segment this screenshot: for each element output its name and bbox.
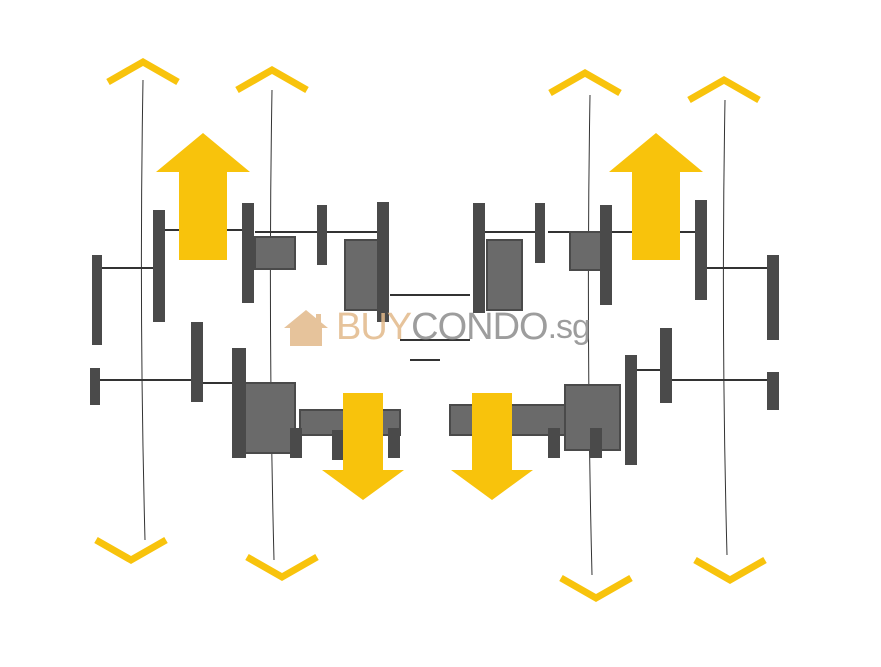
chevron-down-icon [693,556,767,585]
wall-bar [388,428,400,458]
wall-bar [548,428,560,458]
wall-bar [317,205,327,265]
watermark-suffix: .sg [547,308,591,346]
arrow-down-icon [322,393,404,500]
wall-bar [242,203,254,303]
wall-bar [695,200,707,300]
chevron-down-icon [245,553,319,582]
wall-bar [90,368,100,405]
wall-bar [232,348,246,458]
wall-bar [767,372,779,410]
wall-bar [290,428,302,458]
hatched-room [244,382,296,454]
wall-bar [377,202,389,322]
wall-bar [590,428,602,458]
hatched-room [449,404,581,436]
guide-line [587,94,593,576]
wall-bar [600,205,612,305]
wall-bar [625,355,637,465]
wall-bar [767,255,779,340]
wall-bar [332,430,344,460]
hatched-room [344,239,381,311]
guide-line [140,79,146,541]
wall-bar [92,255,102,345]
hatched-room [254,236,296,270]
wall-bar [153,210,165,322]
house-icon [284,309,328,346]
arrow-up-icon [609,133,703,260]
watermark-buy: BUY [336,306,412,348]
chevron-up-icon [106,57,180,86]
guide-line [722,99,728,556]
chevron-up-icon [548,68,622,97]
chevron-down-icon [559,574,633,603]
arrow-down-icon [451,393,533,500]
chevron-down-icon [94,536,168,565]
chevron-up-icon [235,65,309,94]
wall-bar [535,203,545,263]
guide-line [269,89,275,561]
wall-bar [473,203,485,313]
chevron-up-icon [687,75,761,104]
wall-bar [191,322,203,402]
wall-bar [660,328,672,403]
watermark-condo: CONDO [411,306,548,348]
hatched-room [486,239,523,311]
arrow-up-icon [156,133,250,260]
